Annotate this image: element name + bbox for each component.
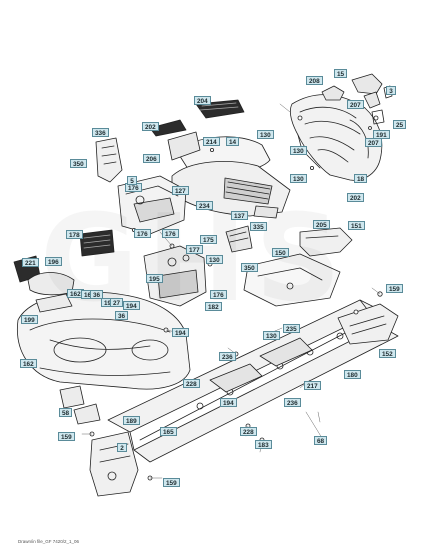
- callout-137[interactable]: 137: [231, 211, 248, 220]
- callout-205[interactable]: 205: [313, 220, 330, 229]
- chassis-frame: [107, 299, 399, 463]
- callout-194[interactable]: 194: [123, 301, 140, 310]
- top-grille-pieces: [149, 99, 245, 161]
- callout-151[interactable]: 151: [348, 221, 365, 230]
- callout-176[interactable]: 176: [134, 229, 151, 238]
- callout-236[interactable]: 236: [219, 352, 236, 361]
- callout-177[interactable]: 177: [186, 245, 203, 254]
- callout-195[interactable]: 195: [146, 274, 163, 283]
- callout-165[interactable]: 165: [160, 427, 177, 436]
- callout-130[interactable]: 130: [263, 331, 280, 340]
- rear-fender: [16, 291, 191, 390]
- callout-159[interactable]: 159: [163, 478, 180, 487]
- callout-130[interactable]: 130: [290, 146, 307, 155]
- callout-159[interactable]: 159: [386, 284, 403, 293]
- control-panel: [143, 245, 207, 307]
- callout-189[interactable]: 189: [123, 416, 140, 425]
- callout-36[interactable]: 36: [90, 290, 104, 299]
- callout-183[interactable]: 183: [255, 440, 272, 449]
- bracket-335: [225, 225, 253, 253]
- callout-202[interactable]: 202: [142, 122, 159, 131]
- callout-199[interactable]: 199: [21, 315, 38, 324]
- callout-68[interactable]: 68: [314, 436, 328, 445]
- callout-196[interactable]: 196: [45, 257, 62, 266]
- callout-336[interactable]: 336: [92, 128, 109, 137]
- callout-221[interactable]: 221: [22, 258, 39, 267]
- diagram-footer: Drawn/in file_GF 7420/2_1_06: [18, 539, 80, 544]
- callout-214[interactable]: 214: [203, 137, 220, 146]
- hood-brackets: [321, 73, 393, 130]
- callout-36[interactable]: 36: [115, 311, 129, 320]
- callout-130[interactable]: 130: [206, 255, 223, 264]
- callout-18[interactable]: 18: [354, 174, 368, 183]
- callout-350[interactable]: 350: [70, 159, 87, 168]
- rear-plate: [337, 303, 399, 345]
- callout-162[interactable]: 162: [20, 359, 37, 368]
- callout-194[interactable]: 194: [220, 398, 237, 407]
- callout-178[interactable]: 178: [66, 230, 83, 239]
- callout-204[interactable]: 204: [194, 96, 211, 105]
- callout-176[interactable]: 176: [210, 290, 227, 299]
- callout-208[interactable]: 208: [306, 76, 323, 85]
- callout-14[interactable]: 14: [226, 137, 240, 146]
- callout-130[interactable]: 130: [257, 130, 274, 139]
- callout-58[interactable]: 58: [59, 408, 73, 417]
- callout-127[interactable]: 127: [172, 186, 189, 195]
- floor-plate: [243, 253, 341, 307]
- callout-206[interactable]: 206: [143, 154, 160, 163]
- side-bracket: [95, 137, 123, 183]
- callout-236[interactable]: 236: [284, 398, 301, 407]
- hinge-bracket: [59, 385, 101, 425]
- callout-182[interactable]: 182: [205, 302, 222, 311]
- callout-217[interactable]: 217: [304, 381, 321, 390]
- callout-207[interactable]: 207: [365, 138, 382, 147]
- callout-159[interactable]: 159: [58, 432, 75, 441]
- callout-228[interactable]: 228: [240, 427, 257, 436]
- callout-150[interactable]: 150: [272, 248, 289, 257]
- callout-235[interactable]: 235: [283, 324, 300, 333]
- side-grille: [79, 229, 115, 257]
- callout-335[interactable]: 335: [250, 222, 267, 231]
- front-bracket: [89, 431, 139, 497]
- callout-202[interactable]: 202: [347, 193, 364, 202]
- hood-part: [290, 94, 383, 181]
- callout-234[interactable]: 234: [196, 201, 213, 210]
- callout-194[interactable]: 194: [172, 328, 189, 337]
- callout-5[interactable]: 5: [127, 176, 137, 185]
- callout-27[interactable]: 27: [110, 298, 124, 307]
- callout-350[interactable]: 350: [241, 263, 258, 272]
- callout-176[interactable]: 176: [162, 229, 179, 238]
- callout-228[interactable]: 228: [183, 379, 200, 388]
- callout-180[interactable]: 180: [344, 370, 361, 379]
- callout-152[interactable]: 152: [379, 349, 396, 358]
- callout-15[interactable]: 15: [334, 69, 348, 78]
- callout-207[interactable]: 207: [347, 100, 364, 109]
- callout-3[interactable]: 3: [386, 86, 396, 95]
- callout-25[interactable]: 25: [393, 120, 407, 129]
- lift-bracket: [299, 227, 353, 257]
- callout-2[interactable]: 2: [117, 443, 127, 452]
- callout-175[interactable]: 175: [200, 235, 217, 244]
- callout-130[interactable]: 130: [290, 174, 307, 183]
